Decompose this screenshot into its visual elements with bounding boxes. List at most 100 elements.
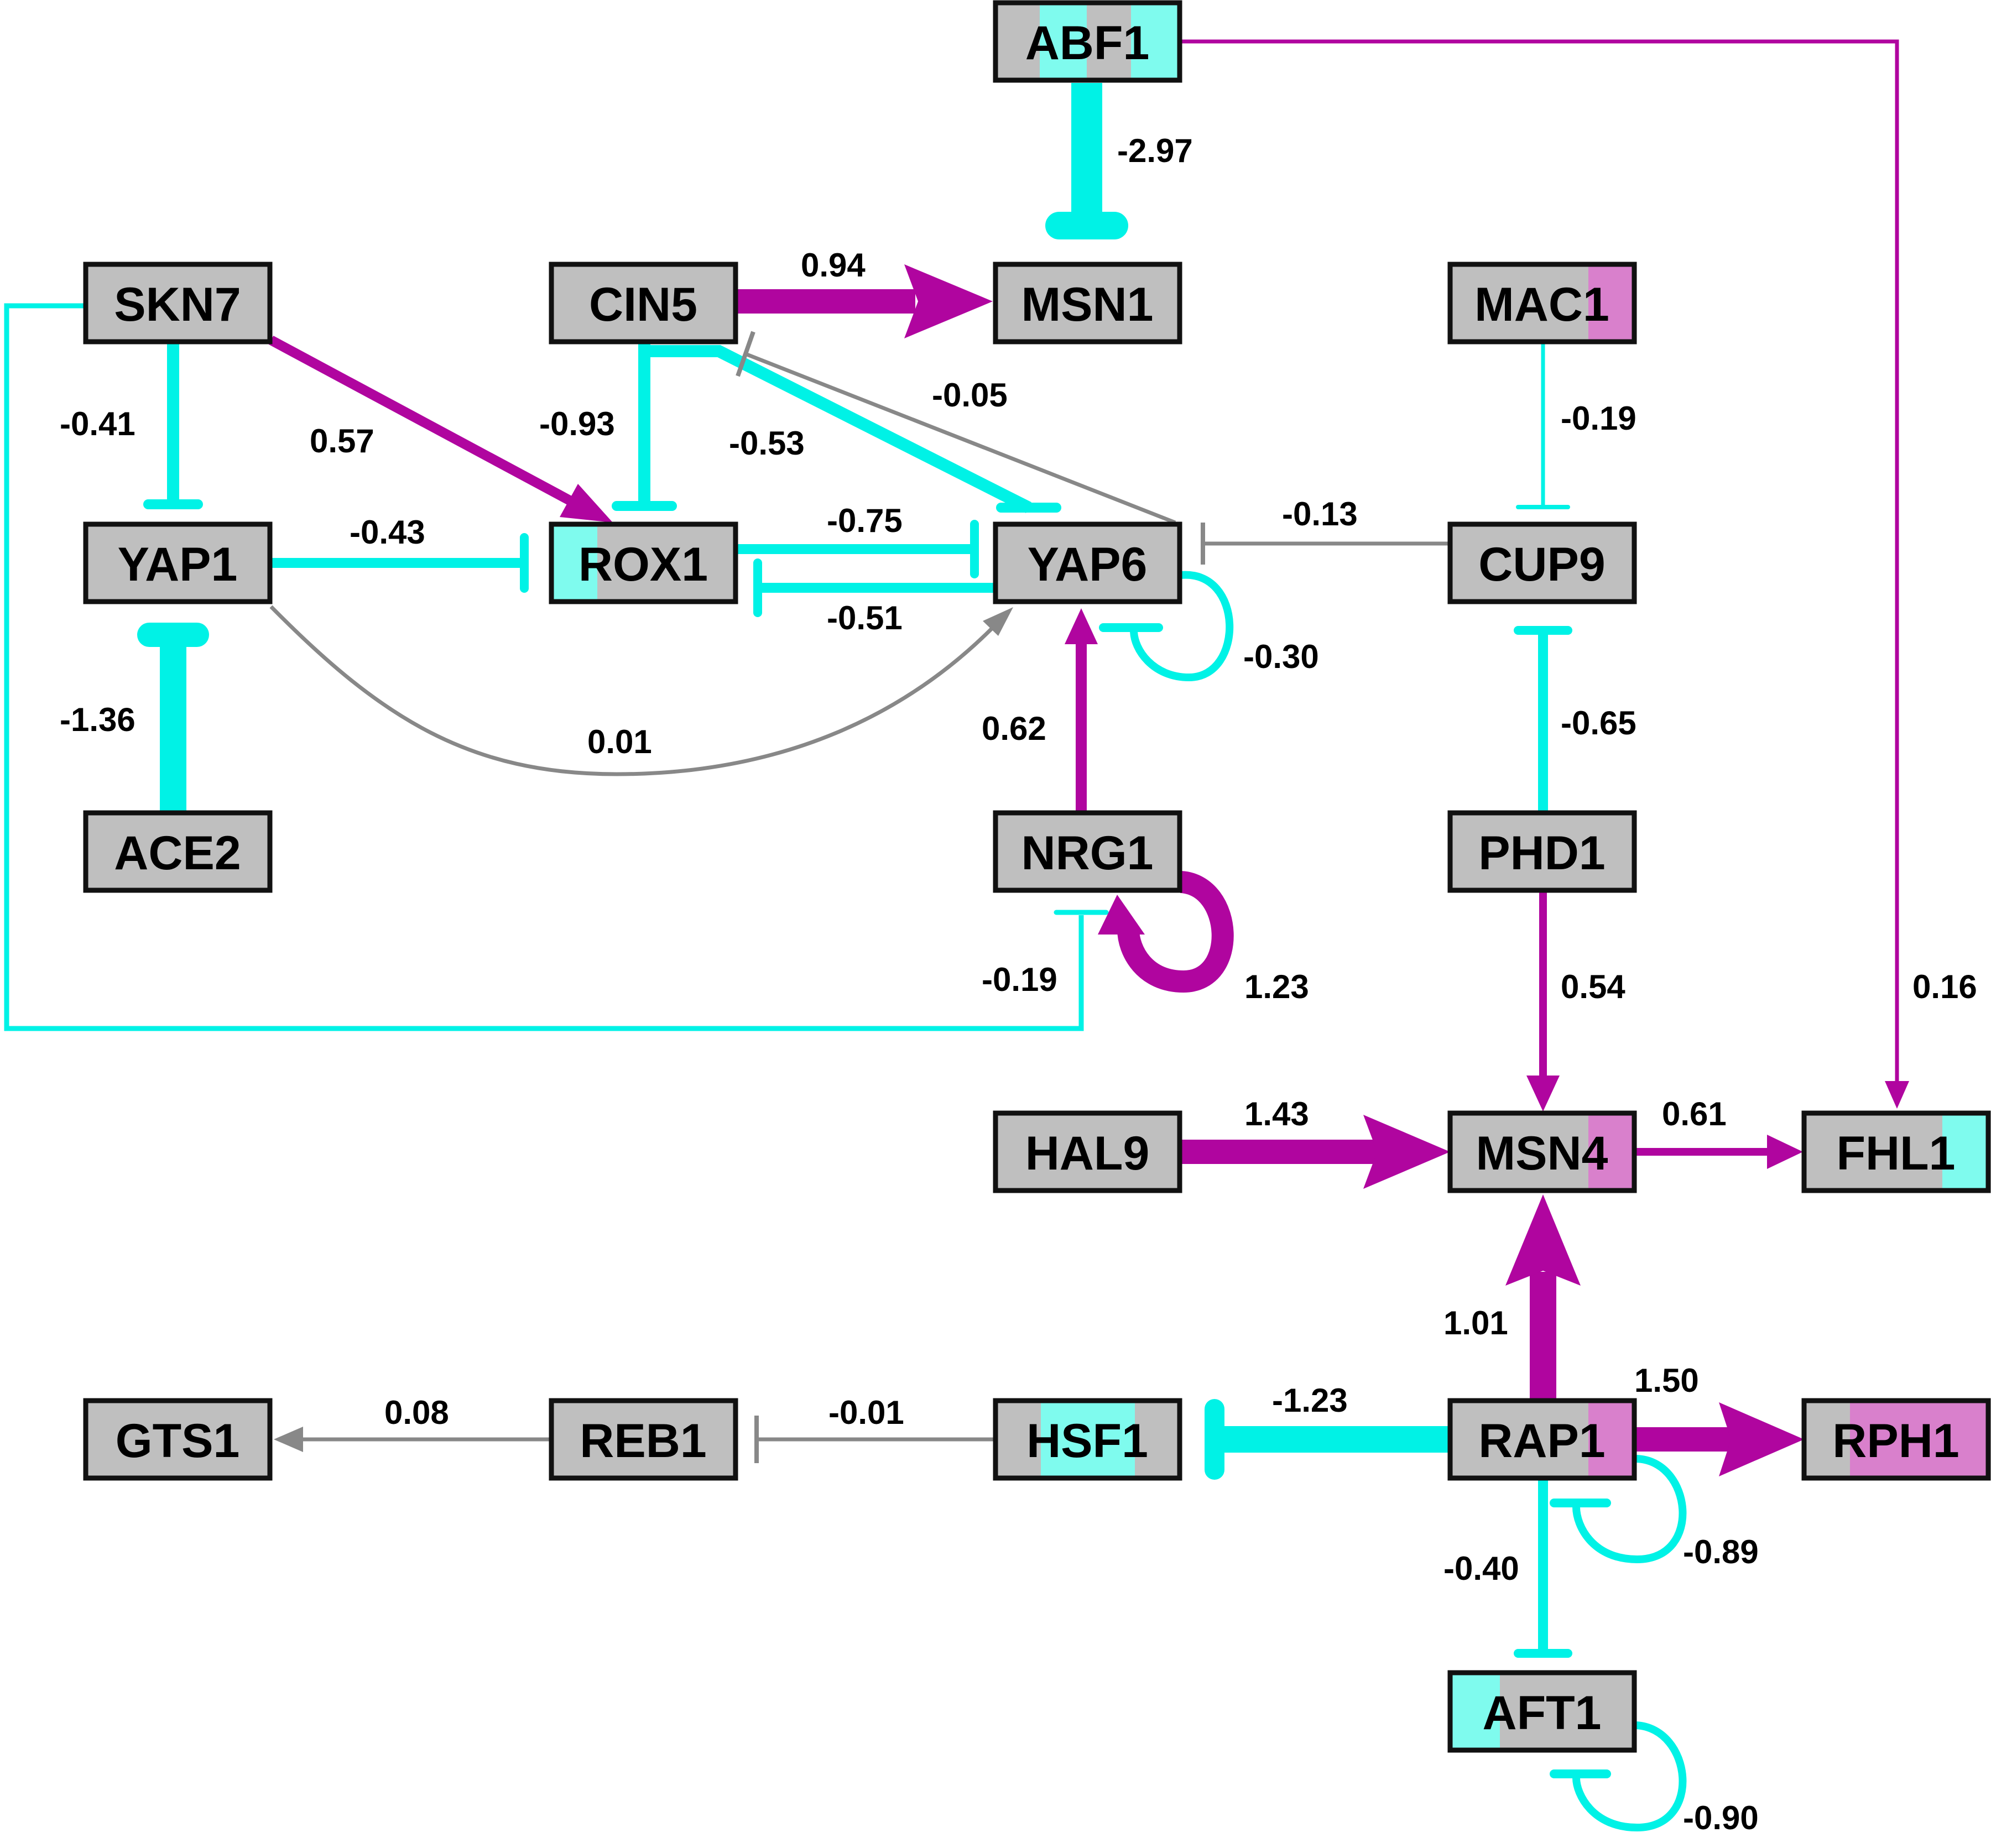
node-label-nrg1: NRG1 — [1021, 827, 1154, 880]
node-label-cup9: CUP9 — [1478, 538, 1605, 591]
edge-label-hal9-msn4: 1.43 — [1244, 1095, 1309, 1132]
edge-label-yap1-rox1: -0.43 — [350, 514, 425, 551]
edge-rox1-yap6 — [736, 520, 979, 578]
node-rox1[interactable]: ROX1 — [549, 521, 738, 604]
edge-label-skn7-nrg1: -0.19 — [982, 961, 1057, 998]
edge-label-cup9-yap6: -0.13 — [1282, 495, 1358, 533]
edge-abf1-msn1 — [1045, 83, 1128, 239]
edge-rap1-aft1 — [1514, 1479, 1572, 1658]
edge-label-skn7-rox1: 0.57 — [310, 422, 374, 460]
node-label-hal9: HAL9 — [1025, 1127, 1150, 1180]
edge-label-yap6-cin5: -0.05 — [932, 377, 1008, 414]
node-cup9[interactable]: CUP9 — [1447, 521, 1637, 604]
edge-phd1-msn4 — [1526, 891, 1560, 1111]
node-label-yap1: YAP1 — [118, 538, 238, 591]
node-label-ace2: ACE2 — [114, 827, 241, 880]
node-label-rox1: ROX1 — [578, 538, 708, 591]
edge-label-cin5-msn1: 0.94 — [801, 247, 866, 284]
edge-hal9-msn4 — [1180, 1115, 1450, 1189]
edge-yap6-self — [1099, 571, 1234, 682]
edge-cup9-yap6 — [1201, 523, 1450, 565]
edge-abf1-fhl1 — [1180, 39, 1909, 1109]
edge-rap1-self — [1550, 1455, 1687, 1564]
node-label-abf1: ABF1 — [1025, 17, 1150, 70]
edge-msn4-fhl1 — [1636, 1135, 1803, 1169]
node-fhl1[interactable]: FHL1 — [1801, 1110, 1991, 1193]
edge-label-mac1-cup9: -0.19 — [1561, 400, 1636, 437]
edge-label-nrg1-yap6: 0.62 — [982, 710, 1046, 747]
edge-label-msn4-fhl1: 0.61 — [1662, 1095, 1727, 1132]
edge-skn7-nrg1 — [4, 303, 1109, 1031]
edge-mac1-cup9 — [1516, 344, 1570, 509]
node-reb1[interactable]: REB1 — [549, 1398, 738, 1481]
edge-nrg1-yap6 — [1065, 608, 1098, 811]
edge-label-nrg1-self: 1.23 — [1244, 968, 1309, 1005]
edge-label-skn7-yap1: -0.41 — [60, 405, 135, 442]
node-label-rph1: RPH1 — [1832, 1414, 1959, 1468]
edge-yap1-rox1 — [271, 533, 529, 593]
edge-label-reb1-gts1: 0.08 — [384, 1394, 449, 1431]
node-msn4[interactable]: MSN4 — [1447, 1110, 1637, 1193]
edge-yap6-rox1 — [753, 558, 995, 617]
edge-reb1-gts1 — [274, 1427, 552, 1452]
edge-label-yap1-yap6: 0.01 — [587, 723, 652, 760]
edge-phd1-cup9 — [1514, 626, 1572, 811]
node-abf1[interactable]: ABF1 — [993, 0, 1182, 83]
edge-label-phd1-msn4: 0.54 — [1561, 968, 1625, 1005]
edge-label-phd1-cup9: -0.65 — [1561, 704, 1636, 742]
edge-aft1-self — [1550, 1721, 1687, 1832]
node-label-skn7: SKN7 — [114, 278, 241, 331]
edge-label-hsf1-reb1: -0.01 — [828, 1394, 904, 1431]
node-gts1[interactable]: GTS1 — [83, 1398, 273, 1481]
edge-label-cin5-yap6: -0.53 — [729, 425, 805, 462]
edge-label-yap6-self: -0.30 — [1243, 638, 1319, 675]
node-yap6[interactable]: YAP6 — [993, 521, 1182, 604]
edge-rap1-hsf1 — [1205, 1399, 1450, 1480]
node-yap1[interactable]: YAP1 — [83, 521, 273, 604]
edge-label-cin5-rox1: -0.93 — [539, 405, 615, 442]
node-label-phd1: PHD1 — [1478, 827, 1605, 880]
node-label-fhl1: FHL1 — [1837, 1127, 1956, 1180]
node-phd1[interactable]: PHD1 — [1447, 810, 1637, 893]
node-rph1[interactable]: RPH1 — [1801, 1398, 1991, 1481]
node-label-msn1: MSN1 — [1021, 278, 1154, 331]
node-mac1[interactable]: MAC1 — [1447, 262, 1637, 344]
edge-label-yap6-rox1: -0.51 — [827, 599, 903, 636]
edge-cin5-yap6 — [644, 345, 1061, 513]
edge-yap1-yap6 — [269, 605, 1013, 776]
edge-skn7-yap1 — [143, 344, 203, 509]
node-hsf1[interactable]: HSF1 — [993, 1398, 1182, 1481]
edge-ace2-yap1 — [137, 623, 209, 811]
node-label-yap6: YAP6 — [1028, 538, 1148, 591]
edge-label-rap1-aft1: -0.40 — [1443, 1550, 1519, 1587]
edge-cin5-rox1 — [612, 344, 677, 511]
node-msn1[interactable]: MSN1 — [993, 262, 1182, 344]
edge-skn7-rox1 — [268, 336, 613, 523]
edge-label-rap1-msn4: 1.01 — [1443, 1304, 1508, 1341]
edge-rap1-rph1 — [1636, 1402, 1804, 1476]
node-cin5[interactable]: CIN5 — [549, 262, 738, 344]
node-label-cin5: CIN5 — [589, 278, 697, 331]
edge-label-rap1-self: -0.89 — [1683, 1533, 1759, 1570]
edge-yap6-cin5 — [736, 331, 1176, 525]
edge-label-abf1-msn1: -2.97 — [1117, 132, 1193, 169]
node-label-hsf1: HSF1 — [1026, 1414, 1148, 1468]
node-skn7[interactable]: SKN7 — [83, 262, 273, 344]
edge-label-ace2-yap1: -1.36 — [60, 701, 135, 738]
node-label-aft1: AFT1 — [1483, 1687, 1602, 1740]
node-hal9[interactable]: HAL9 — [993, 1110, 1182, 1193]
edge-label-aft1-self: -0.90 — [1683, 1799, 1759, 1836]
edge-nrg1-self — [1098, 871, 1234, 993]
node-label-gts1: GTS1 — [116, 1414, 240, 1468]
node-label-mac1: MAC1 — [1474, 278, 1609, 331]
edge-hsf1-reb1 — [754, 1416, 995, 1463]
edge-label-rap1-rph1: 1.50 — [1634, 1362, 1699, 1399]
node-aft1[interactable]: AFT1 — [1447, 1670, 1637, 1753]
node-rap1[interactable]: RAP1 — [1447, 1398, 1637, 1481]
node-label-msn4: MSN4 — [1476, 1127, 1608, 1180]
node-nrg1[interactable]: NRG1 — [993, 810, 1182, 893]
node-ace2[interactable]: ACE2 — [83, 810, 273, 893]
node-label-rap1: RAP1 — [1478, 1414, 1605, 1468]
